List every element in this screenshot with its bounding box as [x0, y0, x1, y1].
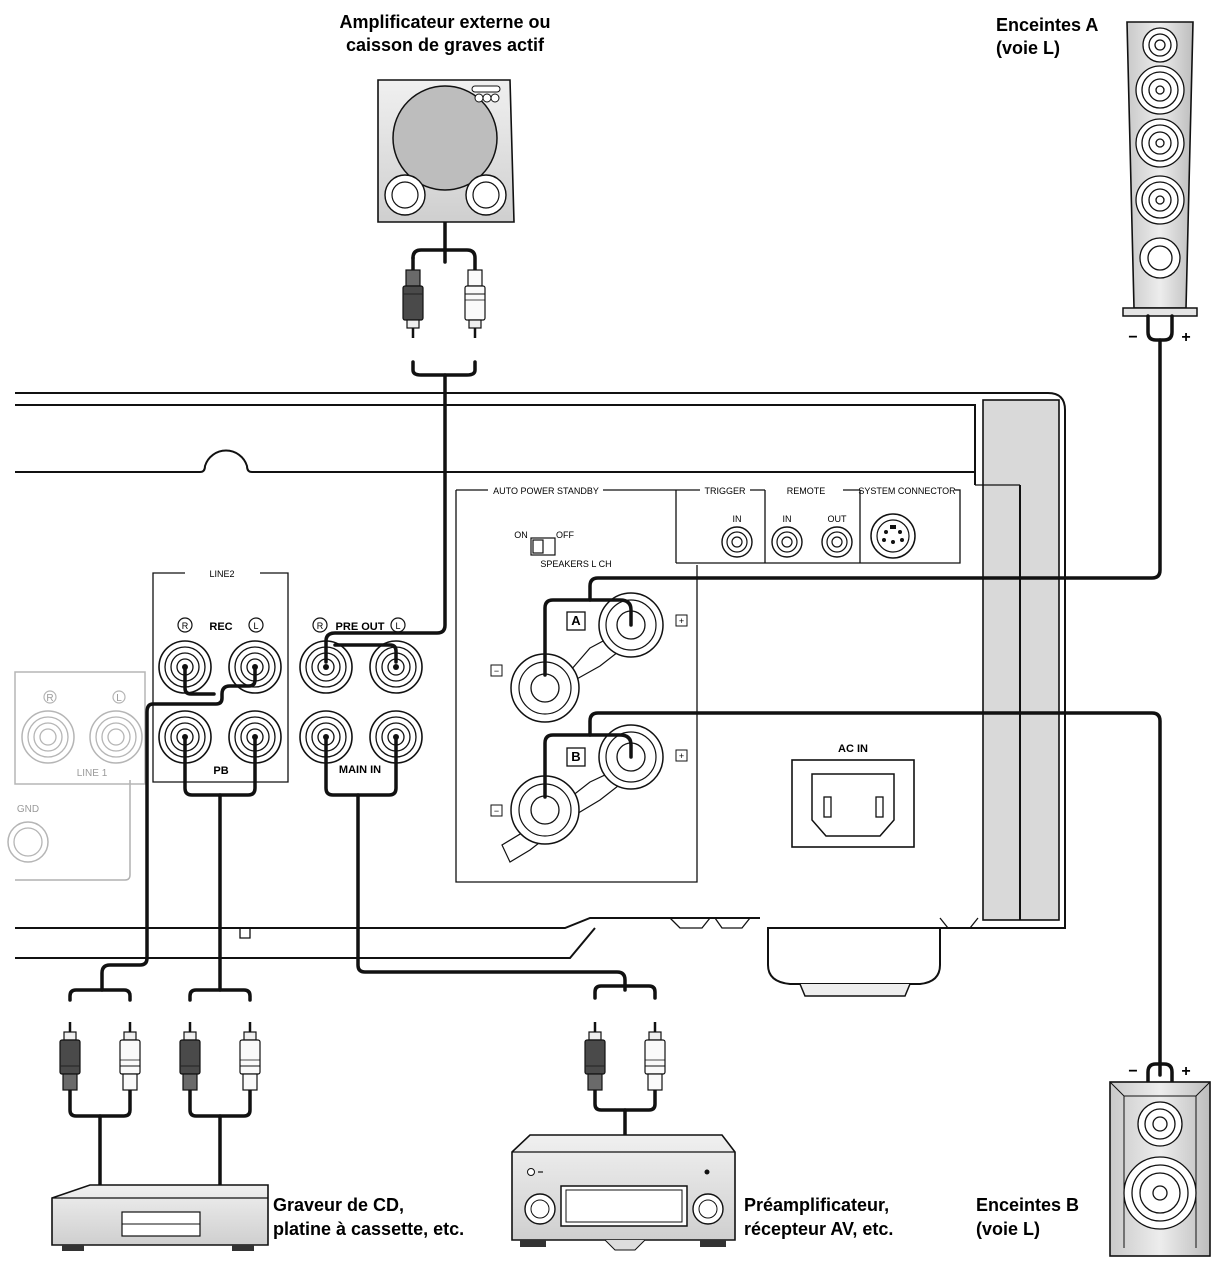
- auto-power-standby-switch[interactable]: [530, 537, 556, 556]
- auto-power-standby-label: AUTO POWER STANDBY: [493, 486, 599, 496]
- amplifier-rear-panel: [15, 392, 1066, 997]
- ac-in-label: AC IN: [838, 743, 868, 755]
- speaker-a-minus-label: −: [494, 666, 499, 676]
- captions: Amplificateur externe ou caisson de grav…: [273, 12, 1098, 1239]
- cd-plug-rec-r: [58, 1020, 82, 1092]
- line2-section: LINE2 R REC L PB: [152, 569, 289, 783]
- speaker-b-label: B: [571, 749, 580, 764]
- sub-plug-r: [401, 268, 425, 340]
- speaker-b-plus-label: +: [679, 751, 684, 761]
- preamp-caption-line2: récepteur AV, etc.: [744, 1219, 893, 1239]
- trigger-label: TRIGGER: [704, 486, 746, 496]
- speaker-a-minus-sign: −: [1128, 329, 1137, 346]
- speaker-b-bookshelf: − +: [1109, 1062, 1211, 1257]
- speaker-a-plus-sign: +: [1181, 329, 1190, 346]
- ac-in-section: AC IN: [791, 743, 915, 848]
- gnd-label: GND: [17, 804, 39, 815]
- pre-out-l-label: L: [395, 621, 400, 631]
- preamp-caption-line1: Préamplificateur,: [744, 1195, 889, 1215]
- speaker-b-caption-line2: (voie L): [976, 1219, 1040, 1239]
- control-row: AUTO POWER STANDBY TRIGGER REMOTE SYSTEM…: [455, 486, 961, 883]
- cd-plug-rec-l: [118, 1020, 142, 1092]
- line1-label: LINE 1: [77, 768, 108, 779]
- preamp-plug-l: [643, 1020, 667, 1092]
- remote-in-label: IN: [783, 514, 792, 524]
- speaker-b-caption-line1: Enceintes B: [976, 1195, 1079, 1215]
- speaker-a-label: A: [571, 613, 581, 628]
- rec-label: REC: [209, 621, 232, 633]
- line2-l-label: L: [253, 621, 258, 631]
- line1-l-jack[interactable]: [89, 710, 143, 764]
- ac-in-socket[interactable]: [811, 773, 895, 837]
- trigger-in-jack[interactable]: [721, 526, 753, 558]
- preamp-plug-r: [583, 1020, 607, 1092]
- switch-on-label: ON: [514, 530, 528, 540]
- trigger-in-label: IN: [733, 514, 742, 524]
- line1-r-label: R: [46, 693, 53, 704]
- system-connector-label: SYSTEM CONNECTOR: [858, 486, 956, 496]
- line2-r-label: R: [182, 621, 189, 631]
- line1-l-label: L: [116, 693, 122, 704]
- pre-out-main-in-section: R PRE OUT L MAIN IN: [299, 617, 423, 776]
- line1-inputs: R L LINE 1 GND: [7, 671, 146, 863]
- switch-off-label: OFF: [556, 530, 574, 540]
- remote-label: REMOTE: [787, 486, 826, 496]
- cd-caption-line2: platine à cassette, etc.: [273, 1219, 464, 1239]
- remote-in-jack[interactable]: [771, 526, 803, 558]
- amp-caption-line2: caisson de graves actif: [346, 35, 545, 55]
- cd-caption-line1: Graveur de CD,: [273, 1195, 404, 1215]
- subwoofer-device: [377, 79, 515, 223]
- remote-out-jack[interactable]: [821, 526, 853, 558]
- line1-r-jack[interactable]: [21, 710, 75, 764]
- cables: [68, 220, 1162, 1187]
- speaker-b-plus-sign: +: [1181, 1063, 1190, 1080]
- cd-plug-pb-r: [178, 1020, 202, 1092]
- system-connector-port[interactable]: [870, 513, 916, 559]
- cd-recorder-device: [51, 1184, 269, 1251]
- main-in-label: MAIN IN: [339, 764, 381, 776]
- cd-plug-pb-l: [238, 1020, 262, 1092]
- sub-plug-l: [463, 268, 487, 340]
- speaker-a-tower: − +: [1122, 21, 1198, 346]
- speaker-b-minus-label: −: [494, 806, 499, 816]
- av-receiver-device: [511, 1134, 736, 1251]
- speakers-l-ch-label: SPEAKERS L CH: [540, 559, 611, 569]
- speaker-a-plus-label: +: [679, 616, 684, 626]
- amp-caption-line1: Amplificateur externe ou: [339, 12, 550, 32]
- pb-label: PB: [213, 765, 228, 777]
- speaker-a-caption-line1: Enceintes A: [996, 15, 1098, 35]
- line2-label: LINE2: [209, 569, 234, 579]
- pre-out-label: PRE OUT: [336, 621, 385, 633]
- speaker-b-minus-sign: −: [1128, 1063, 1137, 1080]
- remote-out-label: OUT: [828, 514, 848, 524]
- speaker-a-caption-line2: (voie L): [996, 38, 1060, 58]
- pre-out-r-label: R: [317, 621, 324, 631]
